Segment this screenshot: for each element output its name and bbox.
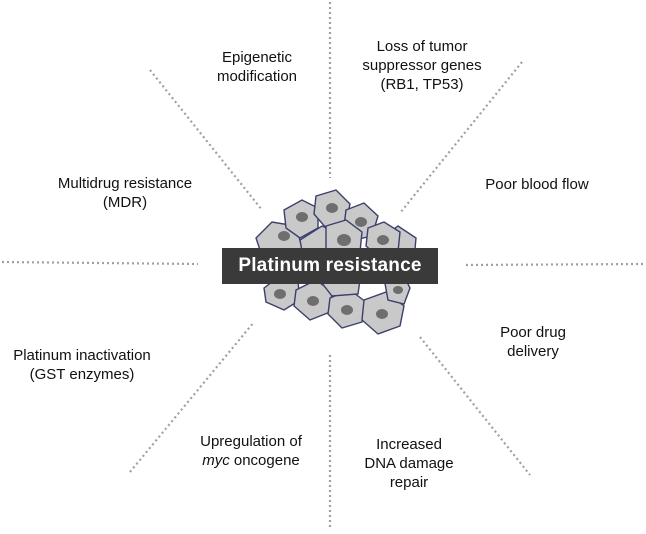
- label-line: Epigenetic: [221, 49, 293, 66]
- label-line: delivery: [507, 343, 559, 360]
- label-line: modification: [216, 68, 298, 85]
- label-poor-blood-flow: Poor blood flow: [472, 175, 602, 194]
- center-label-box: Platinum resistance: [222, 248, 438, 284]
- label-line: Multidrug resistance: [57, 175, 193, 192]
- label-platinum-inactivation: Platinum inactivation (GST enzymes): [2, 346, 162, 384]
- nucleus: [341, 305, 353, 315]
- spoke-top-right: [399, 61, 523, 214]
- label-upregulation-of-myc: Upregulation of myc oncogene: [186, 432, 316, 470]
- center-label: Platinum resistance: [238, 255, 422, 276]
- nucleus: [307, 296, 319, 306]
- nucleus: [326, 203, 338, 213]
- nucleus: [274, 289, 286, 299]
- nucleus: [377, 235, 389, 245]
- label-line: repair: [389, 474, 429, 491]
- spoke-right: [465, 262, 645, 267]
- label-line: suppressor genes: [362, 57, 482, 74]
- nucleus: [393, 286, 403, 294]
- label-increased-dna-damage-repair: Increased DNA damage repair: [344, 435, 474, 492]
- label-line: Upregulation of: [200, 433, 302, 450]
- label-line: Loss of tumor: [376, 38, 468, 55]
- label-line: Poor drug: [500, 324, 566, 341]
- label-line: (MDR): [102, 194, 148, 211]
- label-epigenetic-modification: Epigenetic modification: [197, 48, 317, 86]
- label-loss-of-tumor-suppressor: Loss of tumor suppressor genes (RB1, TP5…: [352, 37, 492, 94]
- label-line: (RB1, TP53): [380, 76, 464, 93]
- label-line: Poor blood flow: [485, 176, 589, 193]
- label-multidrug-resistance: Multidrug resistance (MDR): [45, 174, 205, 212]
- label-line: (GST enzymes): [29, 366, 135, 383]
- label-poor-drug-delivery: Poor drug delivery: [483, 323, 583, 361]
- nucleus: [296, 212, 308, 222]
- nuclei: [274, 203, 403, 319]
- myc-italic: myc: [202, 452, 230, 469]
- nucleus: [278, 231, 290, 241]
- myc-rest: oncogene: [229, 452, 300, 469]
- label-line: Increased: [376, 436, 442, 453]
- spoke-left: [1, 260, 199, 266]
- nucleus: [337, 234, 351, 246]
- nucleus: [355, 217, 367, 227]
- label-line: Platinum inactivation: [13, 347, 151, 364]
- label-line: DNA damage: [364, 455, 454, 472]
- label-line: myc oncogene: [186, 451, 316, 470]
- nucleus: [376, 309, 388, 319]
